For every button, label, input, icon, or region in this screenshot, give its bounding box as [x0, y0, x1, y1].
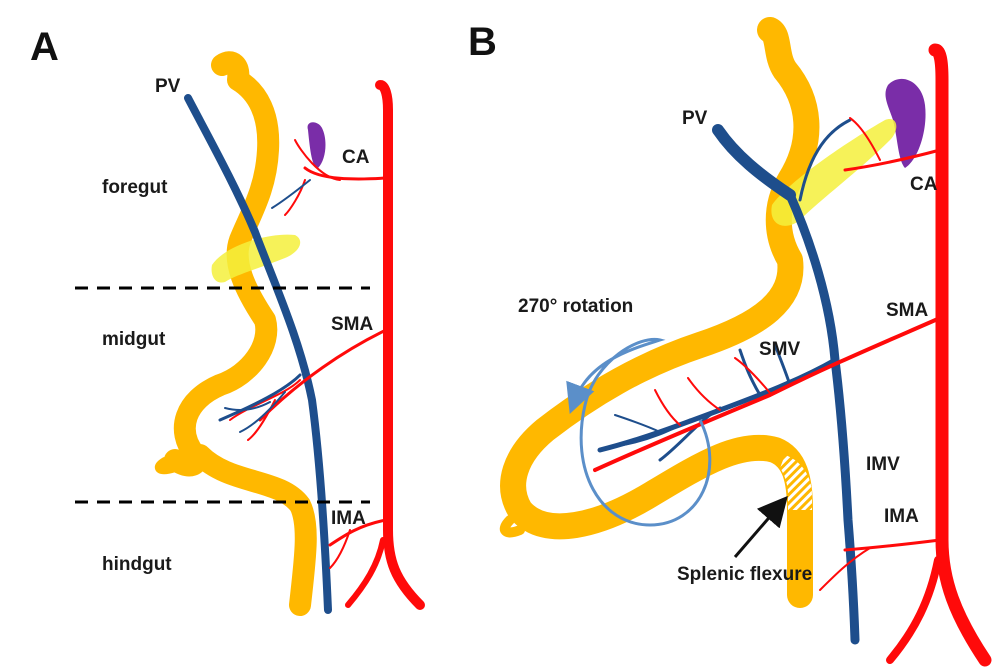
- label-splenic-flexure: Splenic flexure: [677, 564, 812, 585]
- label-ca-a: CA: [342, 147, 370, 168]
- label-ima-b: IMA: [884, 506, 919, 527]
- label-pv-b: PV: [682, 108, 708, 129]
- rotation-arrow-icon: [566, 337, 712, 527]
- splenic-flexure-segment: [780, 455, 812, 510]
- label-hindgut: hindgut: [102, 554, 172, 575]
- gut-a: [164, 51, 317, 616]
- portal-vein-a: [184, 94, 332, 614]
- label-smv-b: SMV: [759, 339, 801, 360]
- label-midgut: midgut: [102, 329, 166, 350]
- label-pv-a: PV: [155, 76, 181, 97]
- label-imv-b: IMV: [866, 454, 900, 475]
- panel-a-letter: A: [30, 25, 59, 69]
- arteries-a: [229, 139, 388, 569]
- portal-vein-b: [597, 118, 860, 645]
- label-sma-b: SMA: [886, 300, 929, 321]
- label-foregut: foregut: [102, 177, 168, 198]
- aorta-a: [345, 80, 425, 610]
- label-ima-a: IMA: [331, 508, 366, 529]
- arteries-b: [593, 117, 942, 591]
- panel-b: B: [468, 17, 992, 667]
- pancreas-b: [771, 119, 897, 226]
- panel-b-letter: B: [468, 20, 497, 64]
- spleen-a: [307, 122, 326, 168]
- label-ca-b: CA: [910, 174, 938, 195]
- smv-branches-a: [218, 179, 311, 433]
- pointer-arrow-icon: [733, 495, 788, 558]
- gut-b: [500, 17, 820, 608]
- aorta-b: [886, 43, 992, 667]
- label-sma-a: SMA: [331, 314, 374, 335]
- pancreas-a: [211, 234, 301, 283]
- label-rotation: 270° rotation: [518, 296, 633, 317]
- panel-a: A: [30, 25, 425, 616]
- spleen-b: [885, 78, 926, 168]
